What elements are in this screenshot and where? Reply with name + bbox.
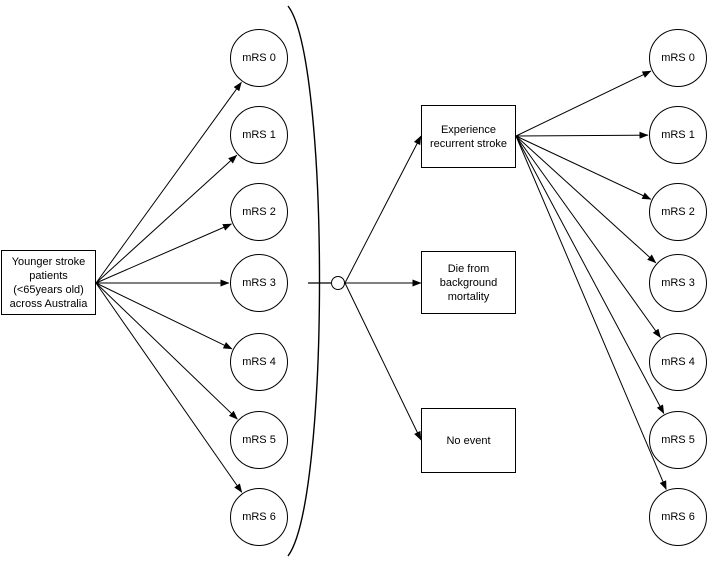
initial-state-node-label: mRS 0 xyxy=(242,52,276,64)
initial-state-node-label: mRS 1 xyxy=(242,129,276,141)
initial-state-node-label: mRS 3 xyxy=(242,277,276,289)
arrow-recurrent-to-mrs-1 xyxy=(515,131,649,139)
recurrent-state-node-label: mRS 3 xyxy=(661,277,695,289)
arrow-start-to-mrs-4 xyxy=(95,282,233,350)
recurrent-state-node-label: mRS 6 xyxy=(661,511,695,523)
arrows-to-events xyxy=(344,135,422,441)
initial-state-node-label: mRS 2 xyxy=(242,206,276,218)
start-node-box: Younger stroke patients (<65years old) a… xyxy=(1,250,96,315)
initial-state-node-mrs-1: mRS 1 xyxy=(230,106,288,164)
arrow-start-to-mrs-2 xyxy=(95,223,232,284)
recurrent-state-node-label: mRS 5 xyxy=(661,434,695,446)
initial-state-node-mrs-2: mRS 2 xyxy=(230,183,288,241)
arrow-start-to-mrs-1 xyxy=(95,154,238,284)
initial-state-node-mrs-6: mRS 6 xyxy=(230,488,288,546)
arrow-recurrent-to-mrs-4 xyxy=(515,135,661,339)
initial-state-node-mrs-3: mRS 3 xyxy=(230,254,288,312)
recurrent-state-node-mrs-2: mRS 2 xyxy=(649,183,707,241)
event-label: No event xyxy=(446,434,491,447)
recurrent-state-node-mrs-5: mRS 5 xyxy=(649,411,707,469)
arrow-recurrent-to-mrs-6 xyxy=(515,135,667,490)
initial-state-node-label: mRS 4 xyxy=(242,356,276,368)
chance-node xyxy=(331,276,345,290)
recurrent-state-node-mrs-4: mRS 4 xyxy=(649,333,707,391)
arrow-start-to-mrs-5 xyxy=(95,282,238,420)
recurrent-state-node-mrs-6: mRS 6 xyxy=(649,488,707,546)
arrow-chance-to-event-2 xyxy=(344,282,422,441)
initial-state-node-label: mRS 6 xyxy=(242,511,276,523)
start-node-label: Younger stroke patients (<65years old) a… xyxy=(9,255,88,310)
arrows-to-initial-states xyxy=(95,81,243,493)
arrows-to-recurrent-states xyxy=(515,70,667,490)
event-box-background-mortality: Die from background mortality xyxy=(421,251,516,314)
event-label: Die from background mortality xyxy=(439,262,498,303)
arrow-recurrent-to-mrs-5 xyxy=(515,135,665,414)
recurrent-state-node-label: mRS 2 xyxy=(661,206,695,218)
event-box-recurrent-stroke: Experience recurrent stroke xyxy=(421,105,516,168)
initial-state-node-mrs-4: mRS 4 xyxy=(230,333,288,391)
recurrent-state-node-label: mRS 4 xyxy=(661,356,695,368)
recurrent-state-node-mrs-3: mRS 3 xyxy=(649,254,707,312)
recurrent-state-node-label: mRS 1 xyxy=(661,129,695,141)
event-box-no-event: No event xyxy=(421,408,516,473)
recurrent-state-node-label: mRS 0 xyxy=(661,52,695,64)
initial-state-node-mrs-0: mRS 0 xyxy=(230,29,288,87)
arrow-recurrent-to-mrs-2 xyxy=(515,135,652,200)
arrow-recurrent-to-mrs-3 xyxy=(515,135,657,264)
arrow-start-to-mrs-0 xyxy=(95,81,242,284)
initial-state-node-label: mRS 5 xyxy=(242,434,276,446)
arrow-recurrent-to-mrs-0 xyxy=(515,70,652,137)
event-label: Experience recurrent stroke xyxy=(429,123,508,150)
recurrent-state-node-mrs-1: mRS 1 xyxy=(649,106,707,164)
recurrent-state-node-mrs-0: mRS 0 xyxy=(649,29,707,87)
initial-state-node-mrs-5: mRS 5 xyxy=(230,411,288,469)
markov-bracket xyxy=(287,5,321,557)
arrow-chance-to-event-0 xyxy=(344,135,422,284)
arrow-start-to-mrs-6 xyxy=(95,282,243,493)
